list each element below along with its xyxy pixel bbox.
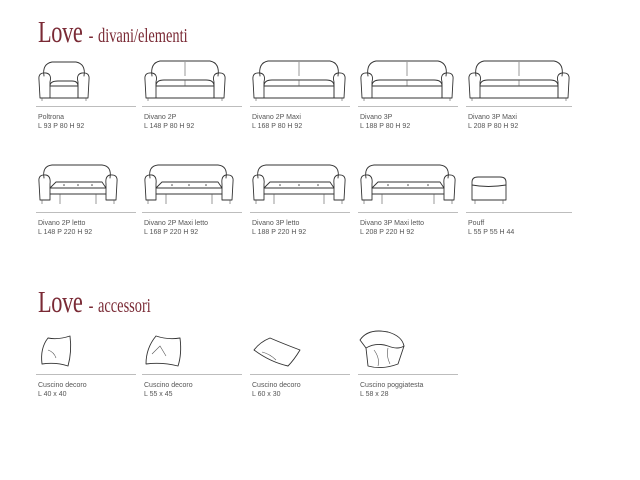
accessory-name: Cuscino decoro [144, 382, 193, 389]
pouf-icon [471, 176, 507, 204]
element-poltrona: Poltrona L 93 P 80 H 92 [36, 54, 136, 130]
accessory-dims: L 58 x 28 [360, 391, 389, 398]
element-dims: L 148 P 80 H 92 [144, 123, 195, 130]
element-name: Divano 2P Maxi [252, 114, 301, 121]
element-dims: L 148 P 220 H 92 [38, 229, 93, 236]
accessory-cuscino-decoro-60: Cuscino decoro L 60 x 30 [250, 330, 350, 398]
title-dash: - [88, 25, 94, 47]
title-dash: - [88, 295, 94, 317]
element-dims: L 55 P 55 H 44 [468, 229, 515, 236]
accessory-name: Cuscino decoro [38, 382, 87, 389]
element-dims: L 168 P 220 H 92 [144, 229, 199, 236]
element-pouff: Pouff L 55 P 55 H 44 [466, 160, 572, 236]
element-divano-2p-maxi-letto: Divano 2P Maxi letto L 168 P 220 H 92 [142, 160, 242, 236]
element-name: Divano 3P letto [252, 220, 300, 227]
headrest-cushion-icon [359, 330, 405, 369]
accessory-cuscino-decoro-40: Cuscino decoro L 40 x 40 [36, 330, 136, 398]
element-name: Divano 2P letto [38, 220, 86, 227]
element-name: Divano 3P Maxi letto [360, 220, 425, 227]
element-dims: L 93 P 80 H 92 [38, 123, 85, 130]
section-title-accessories: Love - accessori [38, 284, 171, 320]
element-name: Divano 3P Maxi [468, 114, 517, 121]
element-dims: L 168 P 80 H 92 [252, 123, 303, 130]
sofa-bed-icon [38, 164, 118, 204]
element-divano-2p-letto: Divano 2P letto L 148 P 220 H 92 [36, 160, 136, 236]
accessory-dims: L 55 x 45 [144, 391, 173, 398]
title-sub: accessori [98, 295, 151, 317]
element-name: Divano 2P Maxi letto [144, 220, 209, 227]
sofa-bed-icon [252, 164, 346, 204]
armchair-icon [38, 61, 90, 101]
sofa-icon [360, 60, 454, 101]
sofa-icon [252, 60, 346, 101]
element-divano-3p-maxi: Divano 3P Maxi L 208 P 80 H 92 [466, 54, 572, 130]
element-divano-3p: Divano 3P L 188 P 80 H 92 [358, 54, 458, 130]
element-dims: L 208 P 220 H 92 [360, 229, 415, 236]
sofa-icon [144, 60, 226, 101]
element-dims: L 188 P 80 H 92 [360, 123, 411, 130]
sofa-icon [468, 60, 570, 101]
sofa-bed-icon [360, 164, 456, 204]
element-name: Pouff [468, 220, 485, 227]
element-name: Poltrona [38, 114, 65, 121]
accessory-cuscino-poggiatesta: Cuscino poggiatesta L 58 x 28 [358, 330, 458, 398]
accessory-cuscino-decoro-55: Cuscino decoro L 55 x 45 [142, 330, 242, 398]
accessory-name: Cuscino poggiatesta [360, 382, 424, 389]
accessory-dims: L 40 x 40 [38, 391, 67, 398]
cushion-icon [253, 337, 301, 367]
title-main: Love [38, 284, 83, 319]
title-main: Love [38, 14, 83, 49]
element-dims: L 188 P 220 H 92 [252, 229, 307, 236]
element-divano-3p-letto: Divano 3P letto L 188 P 220 H 92 [250, 160, 350, 236]
element-dims: L 208 P 80 H 92 [468, 123, 519, 130]
accessory-name: Cuscino decoro [252, 382, 301, 389]
cushion-icon [145, 335, 182, 367]
accessory-dims: L 60 x 30 [252, 391, 281, 398]
element-name: Divano 2P [144, 114, 177, 121]
cushion-icon [41, 335, 72, 367]
sofa-bed-icon [144, 164, 234, 204]
element-name: Divano 3P [360, 114, 393, 121]
element-divano-2p-maxi: Divano 2P Maxi L 168 P 80 H 92 [250, 54, 350, 130]
element-divano-3p-maxi-letto: Divano 3P Maxi letto L 208 P 220 H 92 [358, 160, 458, 236]
title-sub: divani/elementi [98, 25, 188, 47]
element-divano-2p: Divano 2P L 148 P 80 H 92 [142, 54, 242, 130]
section-title-elements: Love - divani/elementi [38, 14, 222, 50]
